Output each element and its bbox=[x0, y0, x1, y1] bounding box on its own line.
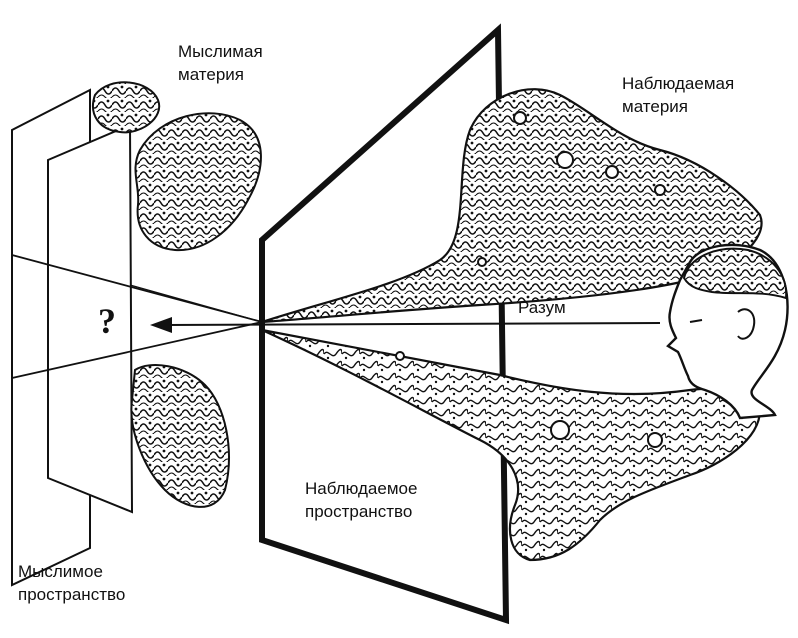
thinkable-space-label-line1: Мыслимое bbox=[18, 560, 125, 583]
vision-cone-inner-top bbox=[130, 285, 262, 322]
question-mark: ? bbox=[98, 300, 116, 342]
thinkable-space-front-plane bbox=[48, 125, 132, 512]
observed-space-label: Наблюдаемое пространство bbox=[305, 477, 417, 523]
observed-matter-label: Наблюдаемая материя bbox=[622, 72, 734, 118]
observed-matter-label-line1: Наблюдаемая bbox=[622, 72, 734, 95]
observed-space-label-line2: пространство bbox=[305, 500, 417, 523]
thinkable-matter-label-line2: материя bbox=[178, 63, 263, 86]
reason-arrow-line bbox=[165, 323, 660, 325]
reason-arrowhead bbox=[150, 317, 172, 333]
thinkable-matter-top-blob bbox=[93, 82, 159, 132]
observed-space-label-line1: Наблюдаемое bbox=[305, 477, 417, 500]
thinkable-matter-main-blob bbox=[135, 113, 260, 250]
reason-label: Разум bbox=[518, 296, 566, 319]
thinkable-matter-bottom-blob bbox=[131, 365, 229, 507]
observed-matter-label-line2: материя bbox=[622, 95, 734, 118]
thinkable-space-label-line2: пространство bbox=[18, 583, 125, 606]
thinkable-matter-label: Мыслимая материя bbox=[178, 40, 263, 86]
thinkable-space-label: Мыслимое пространство bbox=[18, 560, 125, 606]
thinkable-matter-label-line1: Мыслимая bbox=[178, 40, 263, 63]
